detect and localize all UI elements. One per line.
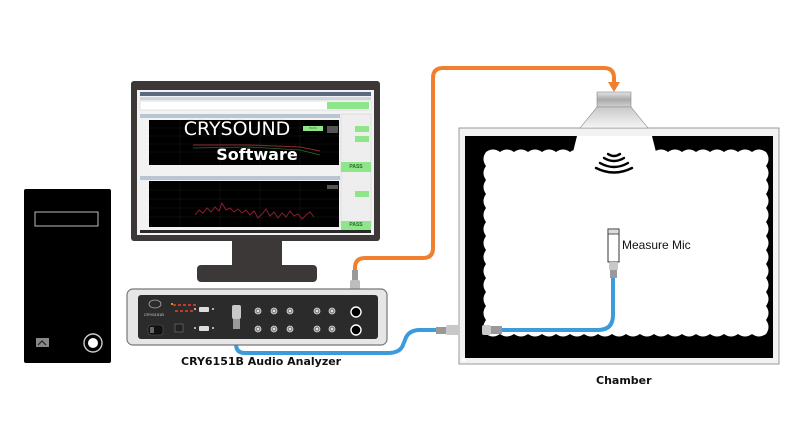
graph-pass-badge: PASS [309,126,317,130]
analyzer-label: CRY6151B Audio Analyzer [181,355,342,368]
network-port-icon [36,338,49,347]
measure-mic [607,228,620,278]
software-subtitle: Software [216,145,298,164]
output-cable [353,66,616,292]
headphone-jack-2[interactable] [350,324,362,336]
chamber-label: Chamber [596,374,652,387]
pc-drive-bay [34,211,99,227]
bnc-connectors [254,307,336,333]
pass-label-2: PASS [349,222,363,228]
analyzer-input-cable [234,328,436,355]
thd-trace [194,201,315,220]
chamber-interior [483,149,769,337]
output-cable-connector [352,270,358,280]
power-button-icon[interactable] [83,333,103,353]
brand-logo-icon [148,299,162,309]
pass-label-1: PASS [349,164,363,170]
software-title: CRYSOUND [183,118,291,140]
monitor [131,81,380,282]
measure-mic-label: Measure Mic [622,238,691,252]
thd-graph [149,181,339,227]
mic-input-plug [232,305,241,319]
pc-tower [24,189,111,363]
usb-port[interactable] [174,323,184,333]
chamber-feedthrough-connector [446,325,460,335]
pass-indicator-1 [341,162,371,172]
analyzer-model-text: CRY6151B [144,312,164,317]
sound-waves-icon [594,152,634,174]
pc-tower-body [24,189,111,363]
headphone-jack-1[interactable] [350,306,362,318]
dsub-port-1[interactable] [199,307,209,312]
speaker-cone [579,106,649,129]
speaker-magnet [596,91,632,108]
monitor-neck [232,241,282,267]
pass-indicator-2 [341,221,371,230]
output-arrow-icon [608,82,620,92]
audio-analyzer: CRY6151B [126,288,388,346]
mic-cable [502,278,615,332]
dsub-port-2[interactable] [199,326,209,331]
monitor-stand [197,265,317,282]
speaker [579,91,649,174]
level-leds [173,304,196,312]
